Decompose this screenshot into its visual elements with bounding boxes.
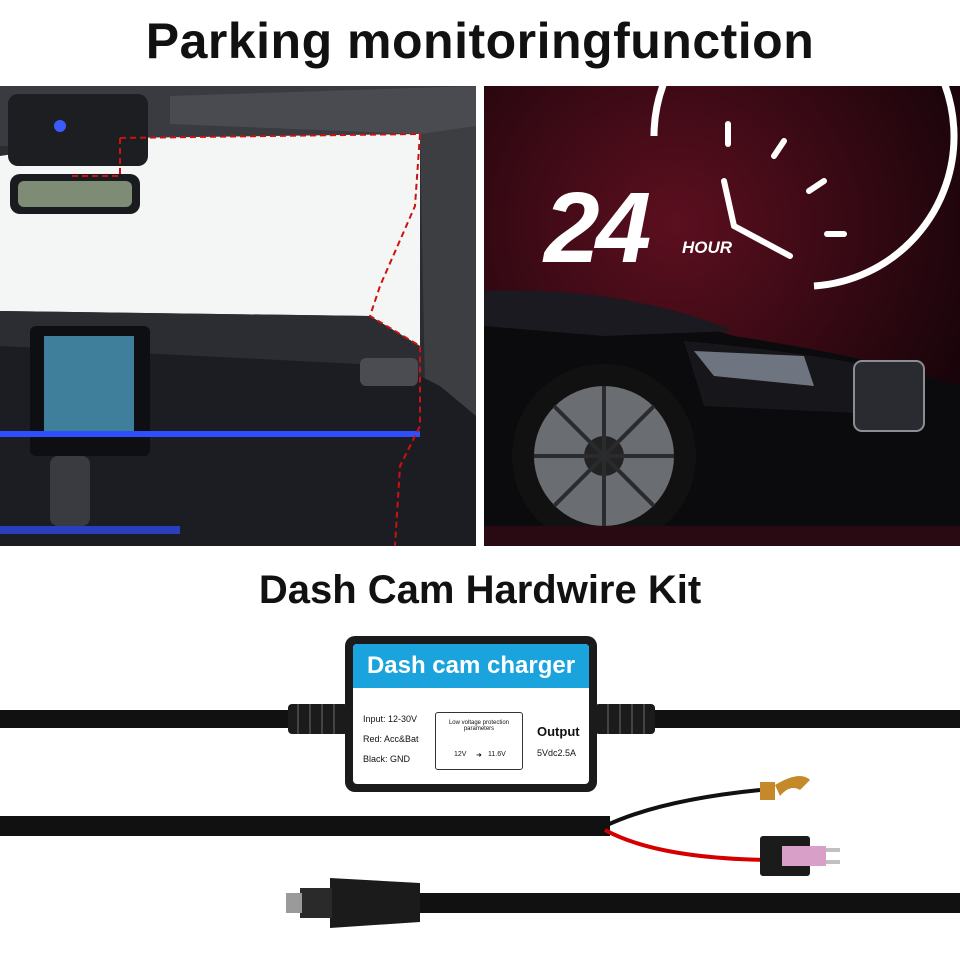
output-value: 5Vdc2.5A [537, 748, 577, 758]
hardwire-kit-illustration [0, 704, 960, 928]
protection-title: Low voltage protection parameters [448, 720, 510, 732]
input-spec: Input: 12-30V [363, 714, 418, 724]
protection-from: 12V [454, 751, 467, 758]
car-interior-photo [0, 86, 476, 546]
badge-unit: HOUR [682, 238, 733, 257]
protection-to: 11.6V [488, 751, 506, 758]
red-wire-spec: Red: Acc&Bat [363, 734, 419, 744]
car-24-hour-photo: 24 HOUR [484, 86, 960, 546]
black-wire-spec: Black: GND [363, 754, 411, 764]
charger-title: Dash cam charger [353, 644, 589, 688]
badge-number: 24 [544, 172, 651, 284]
charger-box: Dash cam charger Input: 12-30V Red: Acc&… [345, 636, 597, 792]
charger-label: Dash cam charger Input: 12-30V Red: Acc&… [353, 644, 589, 784]
page-title: Parking monitoringfunction [145, 13, 815, 69]
output-title: Output [537, 724, 580, 739]
protection-box: Low voltage protection parameters 12V ➜ … [435, 712, 523, 770]
protection-arrow: ➜ [476, 752, 482, 759]
kit-title: Dash Cam Hardwire Kit [258, 568, 702, 612]
